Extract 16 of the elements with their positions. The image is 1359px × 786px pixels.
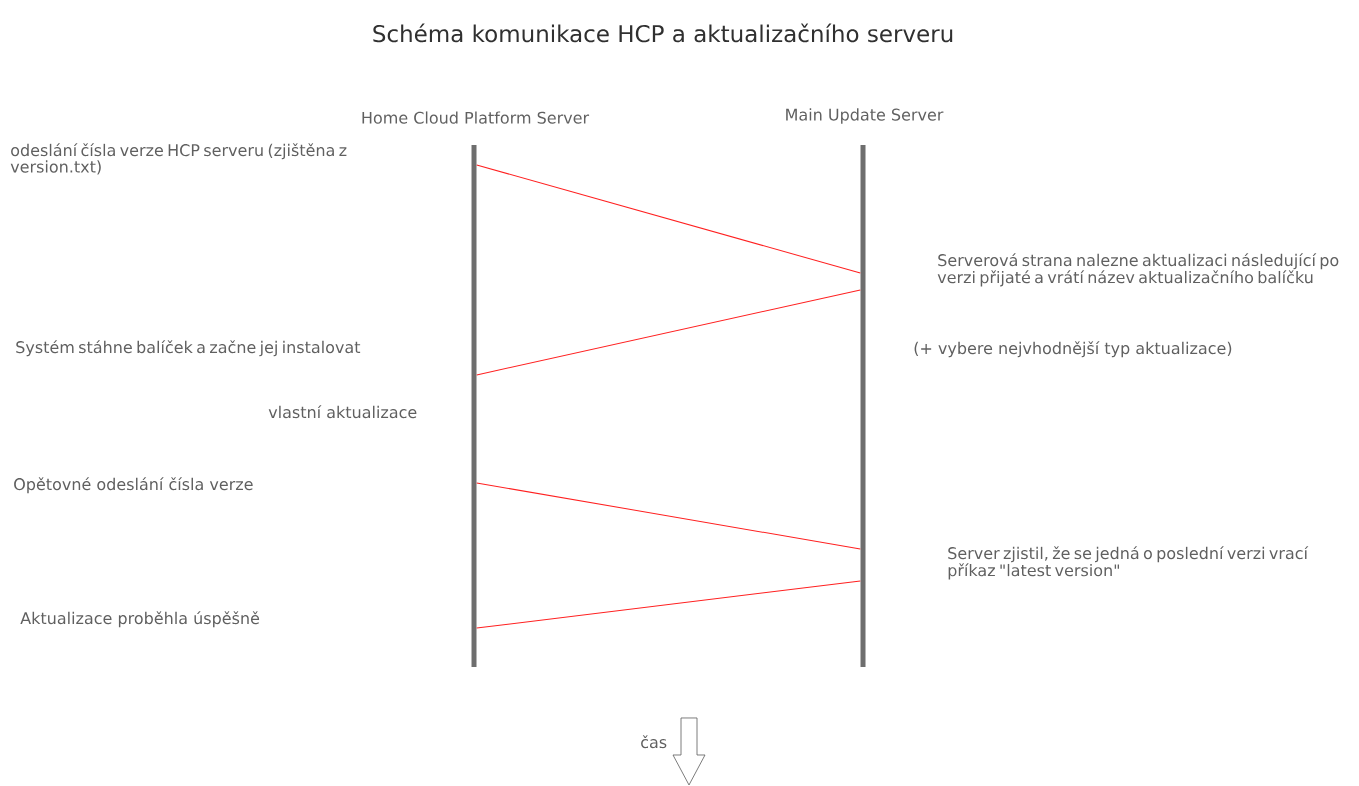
annotation-text: Aktualizace proběhla úspěšně (20, 611, 260, 628)
annotation-text: Systém stáhne balíček a začne jej instalovat (16, 340, 361, 357)
annotation-text: Opětovné odeslání čísla verze (14, 477, 253, 494)
message-line (476, 164, 861, 274)
annotation-text: čas (641, 735, 667, 749)
annotation-text: vlastní aktualizace (268, 405, 417, 419)
message-line (476, 289, 861, 376)
annotation-text: Serverová strana nalezne aktualizaci následující po verzi přijaté a vrátí název aktualizačního balíčku (937, 253, 1339, 287)
node-label: Main Update Server (786, 108, 944, 124)
annotation-text: Server zjistil, že se jedná o poslední verzi vrací příkaz "latest version" (948, 546, 1309, 580)
annotation-text: (+ vybere nejvhodnější typ aktualizace) (914, 341, 1232, 358)
message-line (476, 482, 861, 550)
title: Schéma komunikace HCP a aktualizačního serveru (373, 23, 953, 43)
annotation-text: odeslání čísla verze HCP serveru (zjištěna z version.txt) (10, 143, 347, 175)
node-label: Home Cloud Platform Server (362, 111, 590, 124)
message-line (476, 580, 861, 629)
